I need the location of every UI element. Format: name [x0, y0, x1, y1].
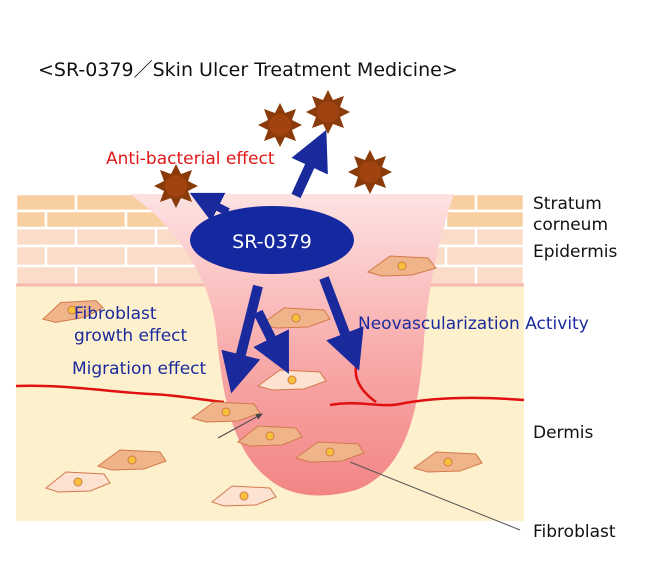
migration-effect-label: Migration effect	[72, 359, 207, 379]
arrow-up	[291, 129, 328, 199]
arrow-neovasc	[319, 276, 364, 371]
arrow-down-right	[253, 309, 289, 374]
bacterium-icon	[306, 90, 350, 134]
fibroblast-growth-label-line1: Fibroblast	[74, 304, 157, 324]
dermis-label: Dermis	[533, 423, 594, 443]
bacteria	[154, 90, 392, 208]
drug-label: SR-0379	[232, 231, 312, 253]
fibroblast-callout-line	[349, 461, 521, 531]
fibroblast-callout-label: Fibroblast	[533, 522, 616, 542]
arrow-down-left	[221, 284, 263, 394]
bacterium-icon	[258, 103, 302, 147]
diagram-title: <SR-0379／Skin Ulcer Treatment Medicine>	[38, 59, 458, 81]
epidermis-label: Epidermis	[533, 242, 617, 262]
antibacterial-effect-label: Anti-bacterial effect	[106, 149, 275, 169]
stratum-corneum-label-line1: Stratum	[533, 194, 602, 214]
effect-arrows	[189, 129, 364, 394]
stratum-corneum-label-line2: corneum	[533, 215, 608, 235]
bacterium-icon	[348, 150, 392, 194]
fibroblast-cells	[41, 255, 483, 507]
neovascularization-label: Neovascularization Activity	[358, 314, 589, 334]
bacterium-icon	[154, 164, 198, 208]
drug-ellipse	[190, 206, 354, 274]
migration-pointer-arrow	[217, 413, 263, 439]
fibroblast-growth-label-line2: growth effect	[74, 326, 188, 346]
arrow-left	[189, 192, 230, 222]
